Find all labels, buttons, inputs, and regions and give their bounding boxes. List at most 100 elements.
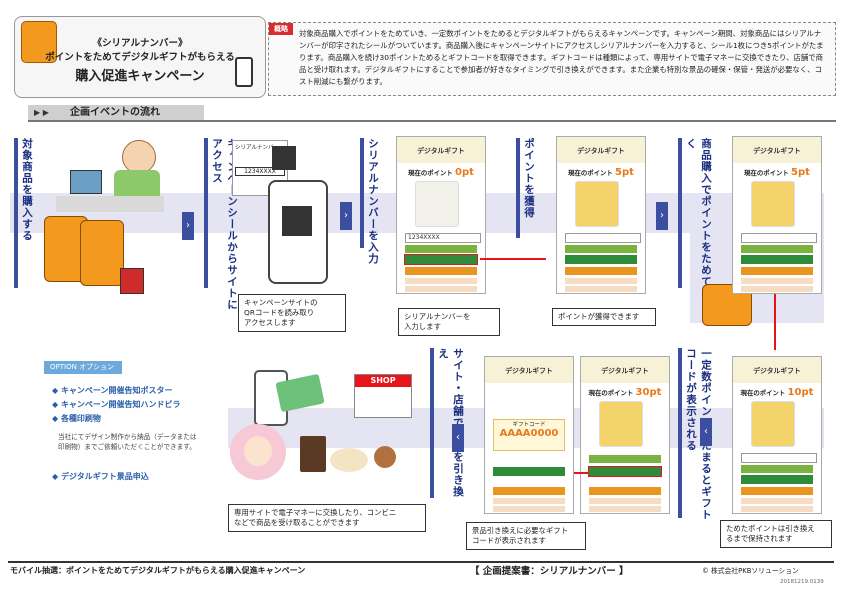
register-button[interactable] [741,475,813,484]
step-label-7: サイト・店舗で景品を引き換え [437,348,464,498]
points-label: 現在のポイント [740,389,786,397]
callout-qr: キャンペーンサイトの QRコードを読み取り アクセスします [238,294,346,332]
card-points: 現在のポイント 0pt [397,167,485,178]
green-button[interactable] [405,245,477,253]
step-bar [204,138,208,288]
step-label-1: 対象商品を購入する [21,138,33,242]
beer-mug-icon [751,181,795,227]
flow-arrow-5: ‹ [452,424,464,452]
coffee-icon [300,436,326,472]
option-extra: ◆ デジタルギフト景品申込 [52,472,149,481]
menu-row[interactable] [405,286,477,292]
orange-button[interactable] [493,487,565,495]
menu-row[interactable] [565,286,637,292]
phone-card-2: デジタルギフト 現在のポイント 5pt [556,136,646,294]
sticker-serial: 1234XXXX [235,167,285,176]
flow-arrow-3: › [656,202,668,230]
orange-button[interactable] [741,267,813,275]
register-button[interactable] [741,255,813,264]
gift-code-button[interactable] [588,466,662,477]
register-button[interactable] [404,254,478,265]
serial-input[interactable]: 1234XXXX [405,233,481,243]
menu-row[interactable] [741,278,813,284]
woman-avatar [230,424,286,480]
footer-center: 【 企画提案書：シリアルナンバー 】 [470,566,629,577]
register-button[interactable] [565,255,637,264]
card-title: デジタルギフト [577,147,625,155]
section-header: ▶ ▶ 企画イベントの流れ [28,105,204,120]
red-connector [480,258,546,260]
orange-button[interactable] [565,267,637,275]
store-clerk-illustration [44,140,164,310]
section-arrows-icon: ▶ ▶ [34,108,49,117]
step-bar [678,138,682,288]
flow-arrow-4: ‹ [700,418,712,446]
menu-row[interactable] [589,498,661,504]
beer-mug-icon [599,401,643,447]
donut-icon [374,446,396,468]
flow-arrow-1: › [182,212,194,240]
card-header: デジタルギフト [581,357,669,383]
callout-serial: シリアルナンバーを 入力します [398,308,500,336]
flow-arrow-2: › [340,202,352,230]
card-points: 現在のポイント 5pt [557,167,645,178]
step-label-4: ポイントを獲得 [523,138,535,219]
section-divider [28,120,836,122]
points-value: 5pt [615,167,634,178]
option-item: ◆ キャンペーン開催告知ポスター [52,386,173,395]
card-title: デジタルギフト [505,367,553,375]
smartphone-icon [235,57,253,87]
page-subtitle: 《シリアルナンバー》 [92,38,188,49]
footer-divider [8,561,834,563]
red-connector [774,294,776,350]
menu-row[interactable] [589,506,661,512]
green-button[interactable] [741,465,813,473]
green-button[interactable] [589,455,661,463]
qr-code-icon [282,206,312,236]
serial-input[interactable] [741,453,817,463]
menu-row[interactable] [565,278,637,284]
card-points: 現在のポイント 30pt [581,387,669,398]
title-box: 《シリアルナンバー》 ポイントをためてデジタルギフトがもらえる 購入促進キャンペ… [14,16,266,98]
step-bar [516,138,520,238]
phone-card-4: デジタルギフト 現在のポイント 10pt [732,356,822,514]
step-bar [360,138,364,248]
menu-row[interactable] [493,498,565,504]
card-title: デジタルギフト [753,367,801,375]
orange-button[interactable] [589,487,661,495]
menu-row[interactable] [741,498,813,504]
shop-sign: SHOP [355,375,411,387]
points-value: 0pt [455,167,474,178]
phone-card-6: デジタルギフト ギフトコード AAAA0000 [484,356,574,514]
card-header: デジタルギフト [485,357,573,383]
green-button[interactable] [741,245,813,253]
step-bar [430,348,434,498]
menu-row[interactable] [493,506,565,512]
step-label-3: シリアルナンバーを入力 [367,138,379,265]
serial-input[interactable] [565,233,641,243]
phone-card-1: デジタルギフト 現在のポイント 0pt 1234XXXX [396,136,486,294]
points-label: 現在のポイント [744,169,789,177]
menu-row[interactable] [741,286,813,292]
points-value: 10pt [787,387,814,398]
callout-points: ポイントが獲得できます [552,308,656,326]
summary-tag: 概略 [269,23,293,35]
option-title-jp: オプション [79,363,115,371]
beer-mug-icon [751,401,795,447]
step-bar [14,138,18,288]
points-label: 現在のポイント [588,389,634,397]
orange-button[interactable] [405,267,477,275]
card-title: デジタルギフト [601,367,649,375]
card-header: デジタルギフト [733,357,821,383]
card-header: デジタルギフト [557,137,645,163]
orange-button[interactable] [741,487,813,495]
qr-code-icon [272,146,296,170]
callout-exchange: 専用サイトで電子マネーに交換したり、コンビニ などで商品を受け取ることができます [228,504,426,532]
menu-row[interactable] [405,278,477,284]
footer-code: 20181219.0139 [780,579,824,585]
serial-input[interactable] [741,233,817,243]
exchange-site-button[interactable] [493,467,565,476]
summary-text: 対象商品購入でポイントをためていき、一定数ポイントをためるとデジタルギフトがもら… [299,29,824,86]
green-button[interactable] [565,245,637,253]
menu-row[interactable] [741,506,813,512]
